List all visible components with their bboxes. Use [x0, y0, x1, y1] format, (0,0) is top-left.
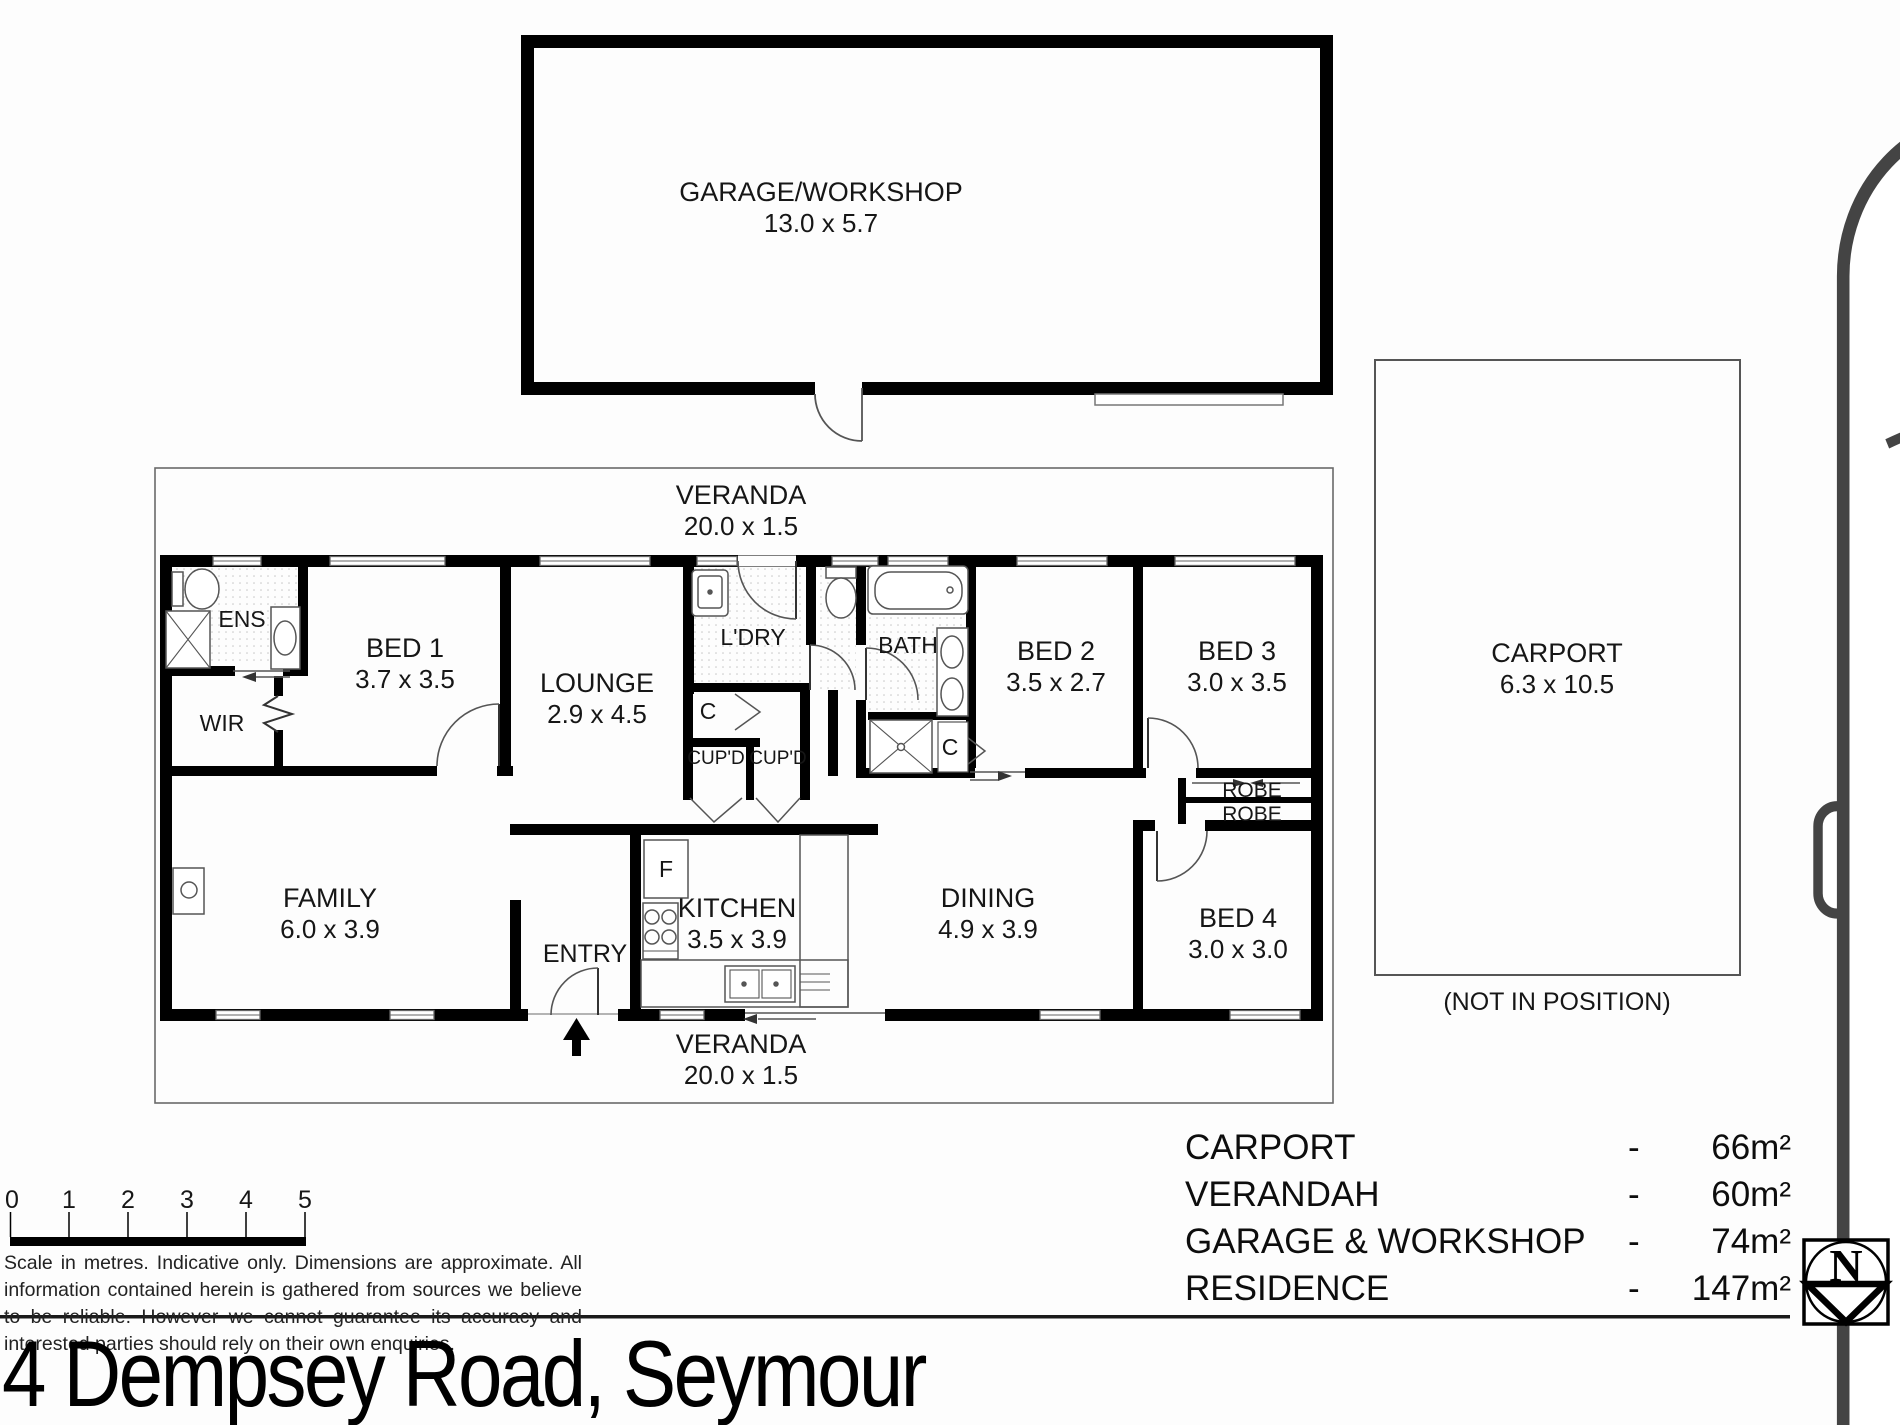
veranda-bottom-label: VERANDA 20.0 x 1.5: [675, 1029, 807, 1090]
garage-door-gap: [815, 382, 862, 395]
carport-note: (NOT IN POSITION): [1443, 988, 1671, 1016]
entry-arrow-icon: [563, 1018, 590, 1056]
room-label-family: FAMILY 6.0 x 3.9: [280, 883, 380, 944]
scale-tick: 5: [298, 1186, 312, 1214]
wall-break-symbol: [261, 695, 296, 733]
veranda-top-label: VERANDA 20.0 x 1.5: [675, 480, 807, 541]
scale-tick: 1: [62, 1186, 76, 1214]
carport-label: CARPORT 6.3 x 10.5: [1491, 638, 1623, 699]
garage-roller-door: [1094, 393, 1284, 406]
scale-tick: 3: [180, 1186, 194, 1214]
fixtures: [165, 565, 1300, 1008]
north-compass-icon: N: [1799, 1238, 1893, 1327]
legend-row: RESIDENCE - 147m²: [1185, 1265, 1791, 1312]
label-cupd2: CUP'D: [749, 748, 807, 769]
label-fridge: F: [658, 856, 674, 882]
windows-top: [212, 555, 1296, 567]
legend-row: CARPORT - 66m²: [1185, 1124, 1791, 1171]
scale-tick: 4: [239, 1186, 253, 1214]
label-bath: BATH: [878, 632, 938, 658]
scale-bar: [9, 1212, 306, 1246]
garage-door: [814, 388, 863, 442]
kitchen-bench-icon: [799, 834, 849, 1008]
label-wir: WIR: [199, 710, 245, 736]
label-entry: ENTRY: [542, 940, 628, 968]
toilet-icon: [825, 566, 857, 579]
area-legend: CARPORT - 66m² VERANDAH - 60m² GARAGE & …: [1185, 1124, 1791, 1312]
heater-icon: [172, 867, 205, 915]
toilet-icon: [171, 571, 184, 607]
legend-label: GARAGE & WORKSHOP: [1185, 1222, 1586, 1261]
legend-separator: -: [1628, 1269, 1640, 1308]
room-label-bed1: BED 1 3.7 x 3.5: [355, 633, 455, 694]
room-label-dining: DINING 4.9 x 3.9: [938, 883, 1038, 944]
fridge-icon: [643, 839, 689, 899]
property-address: 4 Dempsey Road, Seymour: [2, 1321, 927, 1425]
label-robe2: ROBE: [1222, 803, 1282, 826]
label-cupboard-c1: C: [699, 698, 717, 724]
legend-row: GARAGE & WORKSHOP - 74m²: [1185, 1218, 1791, 1265]
label-ens: ENS: [218, 606, 266, 632]
room-label-bed3: BED 3 3.0 x 3.5: [1187, 636, 1287, 697]
room-label-bed4: BED 4 3.0 x 3.0: [1188, 903, 1288, 964]
legend-label: RESIDENCE: [1185, 1269, 1390, 1308]
doors: [436, 555, 1208, 1016]
legend-separator: -: [1628, 1128, 1640, 1167]
scale-tick: 2: [121, 1186, 135, 1214]
legend-value: 74m²: [1711, 1222, 1791, 1261]
scale-tick: 0: [5, 1186, 19, 1214]
garage-walls: [521, 35, 1333, 395]
legend-separator: -: [1628, 1222, 1640, 1261]
garage-label: GARAGE/WORKSHOP 13.0 x 5.7: [679, 177, 963, 238]
carport-outline: [1374, 359, 1741, 976]
veranda-outline: [154, 467, 1334, 1104]
label-cupboard-c2: C: [941, 734, 959, 760]
legend-value: 66m²: [1711, 1128, 1791, 1167]
legend-separator: -: [1628, 1175, 1640, 1214]
windows-bottom: [215, 1009, 1301, 1024]
cupboard-doors: [689, 693, 987, 824]
room-label-kitchen: KITCHEN 3.5 x 3.9: [677, 893, 797, 954]
divider-line: [0, 1315, 1790, 1319]
room-label-lounge: LOUNGE 2.9 x 4.5: [539, 668, 655, 729]
legend-value: 147m²: [1691, 1269, 1791, 1308]
label-cupd1: CUP'D: [687, 748, 745, 769]
room-label-bed2: BED 2 3.5 x 2.7: [1006, 636, 1106, 697]
legend-row: VERANDAH - 60m²: [1185, 1171, 1791, 1218]
sink-icon: [724, 965, 796, 1003]
car-icon: [1818, 115, 1900, 1425]
label-ldry: L'DRY: [720, 624, 786, 650]
label-robe1: ROBE: [1222, 779, 1282, 802]
legend-label: VERANDAH: [1185, 1175, 1380, 1214]
legend-label: CARPORT: [1185, 1128, 1356, 1167]
disclaimer-text: Scale in metres. Indicative only. Dimens…: [4, 1252, 582, 1355]
sliding-doors: [233, 666, 1025, 781]
legend-value: 60m²: [1711, 1175, 1791, 1214]
